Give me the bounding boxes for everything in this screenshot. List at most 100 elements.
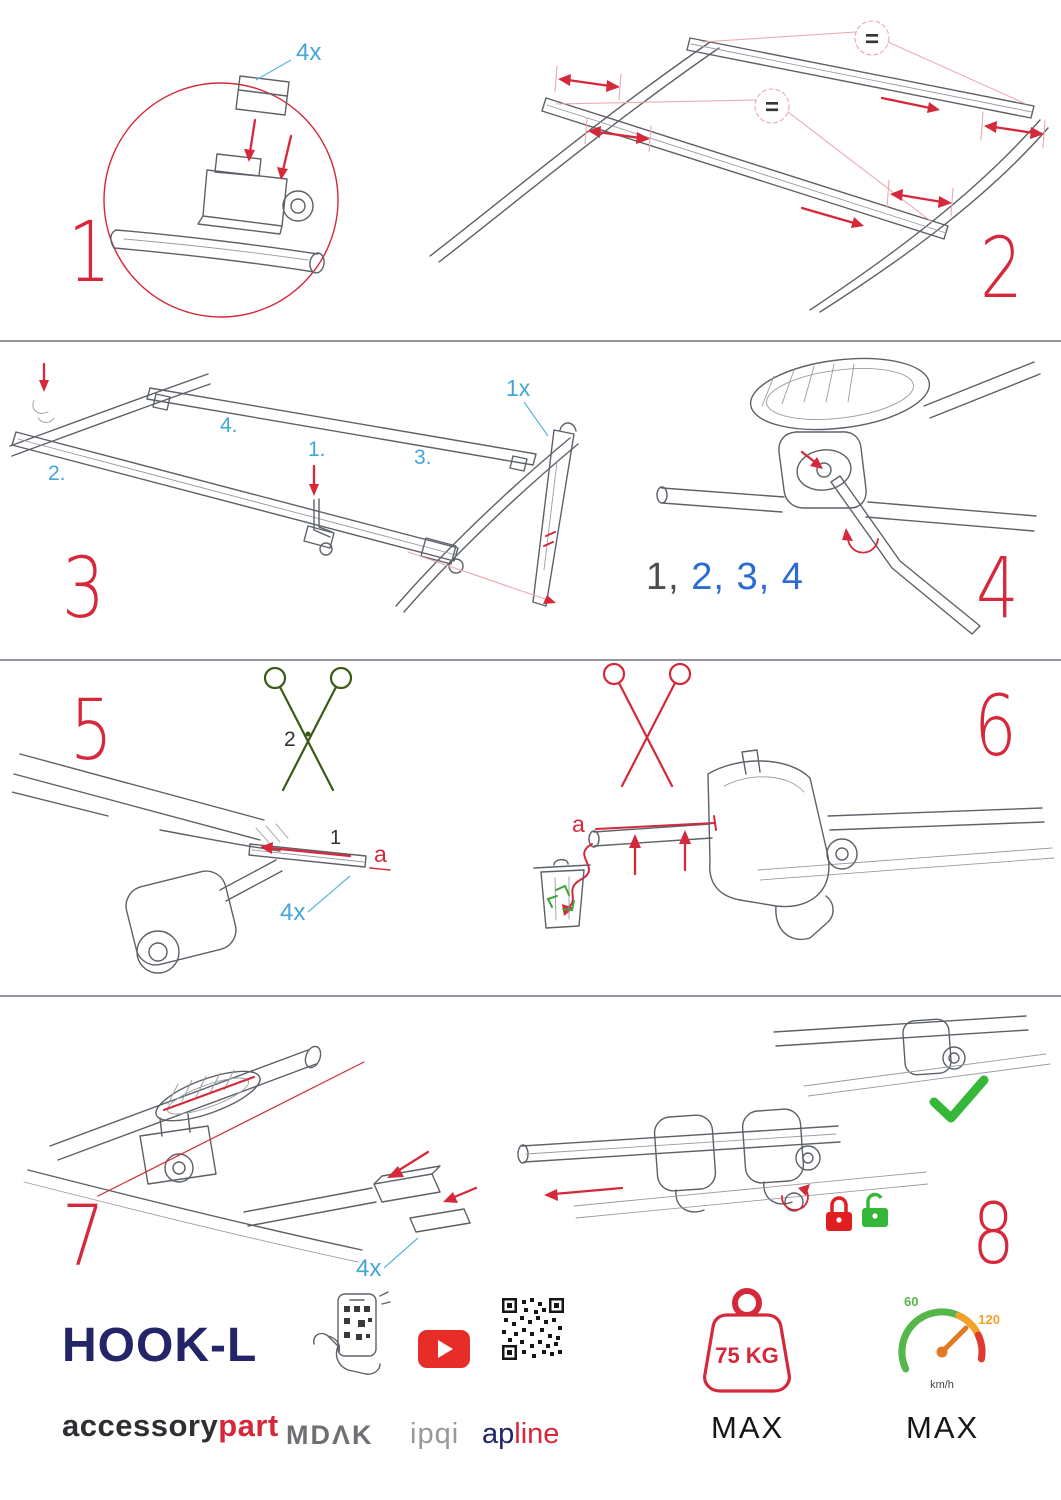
substep-3-label: 3. <box>414 446 432 469</box>
step-7-illustration: 4x <box>23 1045 478 1282</box>
measuring-stick-drawing <box>532 422 577 607</box>
key-rotation-arrow <box>781 1184 810 1211</box>
dimension-label: a <box>572 811 585 837</box>
crossbar-front-drawing <box>541 97 949 240</box>
crossbar-rear-drawing <box>146 387 537 472</box>
rotation-arrow <box>842 528 879 554</box>
step-6-number: 6 <box>974 677 1017 775</box>
bar-end-drawing <box>49 1045 322 1161</box>
insert-arrows <box>244 118 293 180</box>
speed-unit: km/h <box>930 1379 954 1391</box>
end-cap-drawing <box>243 1165 471 1233</box>
substep-2-label: 2. <box>48 462 66 485</box>
step-5-illustration: 2 1 a 4x <box>12 666 391 974</box>
step-4-sequence: 1, 2, 3, 4 <box>646 556 804 599</box>
bar-tube-drawing <box>588 807 1055 881</box>
brand-second-word: part <box>218 1408 279 1443</box>
scissors-icon <box>263 666 353 792</box>
step-8-illustration <box>517 1015 1051 1231</box>
qty-leader-line <box>523 401 549 437</box>
section-divider <box>0 995 1061 997</box>
section-divider <box>0 340 1061 342</box>
svg-text:=: = <box>765 94 779 121</box>
foot-clamp-drawing <box>125 859 283 974</box>
adjustment-arrows <box>554 65 1046 228</box>
step-5-qty-label: 4x <box>280 899 305 926</box>
press-arrow <box>32 362 55 423</box>
step-1-qty-label: 4x <box>296 39 321 66</box>
padlock-unlocked-icon <box>862 1192 888 1227</box>
stick-pointer <box>407 551 556 604</box>
scissors-cut-label: 2 <box>284 728 296 751</box>
play-triangle-icon <box>438 1340 453 1358</box>
step-5-number: 5 <box>70 681 113 779</box>
magnifier-circle <box>103 82 339 318</box>
qr-code-icon <box>502 1298 564 1360</box>
bar-tube-drawing <box>656 486 1037 532</box>
trash-bin-icon <box>533 858 591 929</box>
equal-spacing-badge: = <box>701 20 1027 105</box>
foot-cover-drawing <box>707 749 858 940</box>
crossbar-rear-drawing <box>686 37 1035 119</box>
slide-arrow <box>544 1186 624 1201</box>
roof-rails-drawing <box>429 41 1049 313</box>
substep-4-label: 4. <box>220 414 238 437</box>
step-3-illustration: 4. 1. 2. 3. 1x <box>9 362 579 613</box>
step-7-qty-label: 4x <box>356 1255 381 1282</box>
svg-text:=: = <box>865 26 879 53</box>
step-3-qty-label: 1x <box>506 375 531 401</box>
strip-step-label: 1 <box>330 827 341 849</box>
max-speed-icon: 60 120 km/h <box>898 1294 1000 1391</box>
cap-insert-arrows <box>387 1150 478 1203</box>
crossbar-front-drawing <box>11 431 464 574</box>
bolt-arrow <box>800 450 823 469</box>
bracket-part-drawing <box>235 75 290 116</box>
brand-logo: accessorypart <box>62 1408 279 1444</box>
ipqi-logo: ipqi <box>410 1418 460 1450</box>
strip-insert-arrow <box>260 842 352 858</box>
step-1-illustration: 4x <box>103 39 339 318</box>
speed-tick-high: 120 <box>978 1312 1000 1327</box>
brand-first-word: accessory <box>62 1408 219 1443</box>
product-name: HOOK-L <box>62 1319 258 1372</box>
strip-inside-line <box>163 1076 255 1111</box>
step-8-number: 8 <box>972 1185 1015 1283</box>
pointer-line <box>97 1061 365 1197</box>
recycle-icon <box>546 884 575 912</box>
push-up-arrows <box>629 830 691 876</box>
substep-1-label: 1. <box>308 438 326 461</box>
scissors-icon <box>602 662 692 788</box>
equal-spacing-badge: = <box>555 88 933 223</box>
youtube-icon <box>418 1330 470 1368</box>
crossbar-drawing <box>110 153 325 274</box>
step-4-illustration <box>656 357 1041 635</box>
section-divider <box>0 659 1061 661</box>
qty-leader-line <box>307 875 351 913</box>
allen-key-drawing <box>830 475 981 635</box>
sequence-steps-remaining: 2, 3, 4 <box>679 556 804 598</box>
step-2-number: 2 <box>980 219 1023 317</box>
apline-second-part: line <box>514 1418 560 1450</box>
mounted-bar-drawing <box>773 1015 1051 1097</box>
roof-rails-drawing <box>23 1169 363 1263</box>
qty-leader-line <box>255 59 292 81</box>
dimension-label: a <box>374 841 387 867</box>
checkmark-icon <box>929 1075 989 1123</box>
padlock-locked-icon <box>826 1196 852 1231</box>
speed-tick-low: 60 <box>904 1294 918 1309</box>
strip-cut-line <box>595 815 717 831</box>
dimension-tick <box>369 867 391 871</box>
max-load-value: 75 KG <box>715 1343 779 1368</box>
clamp-drawing <box>139 1113 217 1185</box>
max-load-label: MAX <box>711 1410 785 1445</box>
step-6-illustration: a <box>533 662 1055 940</box>
phone-qr-icon <box>313 1291 391 1375</box>
step-3-number: 3 <box>62 539 105 637</box>
step-1-number: 1 <box>68 203 111 301</box>
step-2-illustration: = = <box>429 20 1049 313</box>
qty-leader-line <box>383 1237 419 1269</box>
discard-strip-curl <box>562 843 593 916</box>
step-7-number: 7 <box>62 1187 105 1285</box>
step-4-number: 4 <box>976 539 1019 637</box>
clamp-drawing <box>778 431 867 509</box>
